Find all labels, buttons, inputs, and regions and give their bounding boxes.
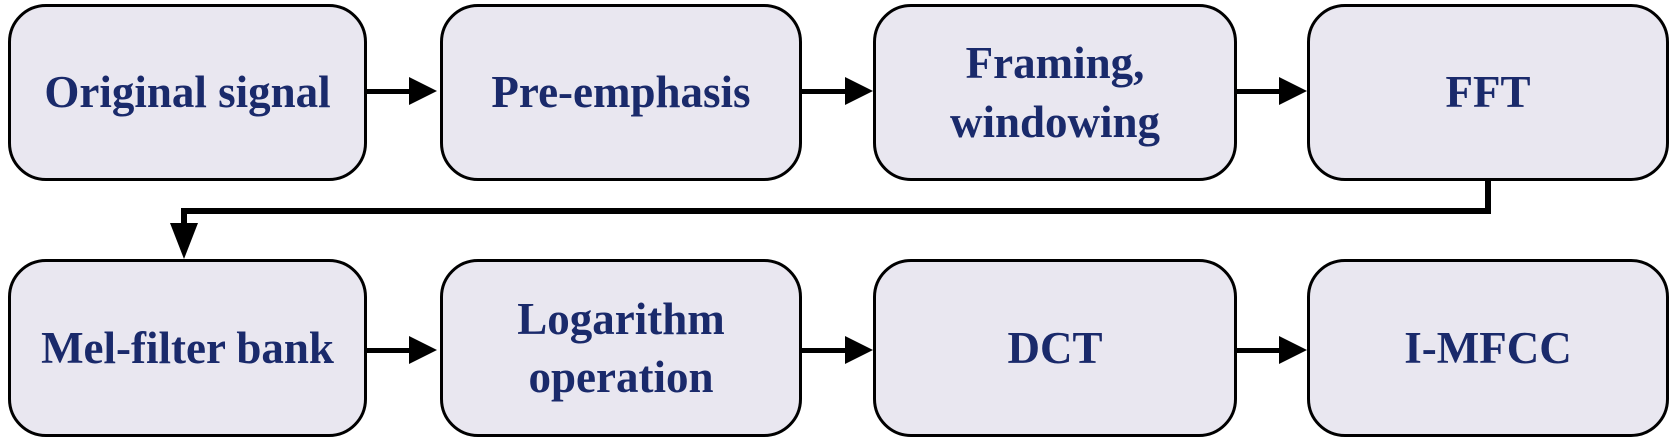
arrowhead-right-icon [1279,336,1307,364]
arrow-shaft [802,347,848,353]
node-i-mfcc: I-MFCC [1307,259,1669,437]
node-fft: FFT [1307,4,1669,181]
arrow-shaft [367,88,412,94]
arrow-shaft [802,88,848,94]
arrow-original-signal-to-pre-emphasis [367,77,437,105]
node-logarithm-operation-label: Logarithm operation [517,293,725,403]
node-framing-windowing-label: Framing, windowing [949,38,1161,147]
arrowhead-right-icon [409,77,437,105]
node-mel-filter-bank: Mel-filter bank [8,259,367,437]
node-original-signal: Original signal [8,4,367,181]
node-fft-label: FFT [1445,67,1531,118]
connector-horizontal-segment [181,208,1491,214]
node-pre-emphasis-label: Pre-emphasis [491,67,751,118]
node-i-mfcc-label: I-MFCC [1404,322,1572,373]
node-pre-emphasis: Pre-emphasis [440,4,802,181]
arrowhead-right-icon [845,77,873,105]
arrow-shaft [1237,88,1282,94]
connector-left-down-segment [181,208,187,226]
arrow-mel-filter-to-logarithm [367,336,437,364]
arrow-framing-to-fft [1237,77,1307,105]
arrowhead-right-icon [845,336,873,364]
node-dct-label: DCT [1007,322,1103,373]
arrowhead-right-icon [409,336,437,364]
arrowhead-down-icon [170,223,198,259]
node-dct: DCT [873,259,1237,437]
arrow-pre-emphasis-to-framing [802,77,873,105]
arrow-logarithm-to-dct [802,336,873,364]
node-mel-filter-bank-label: Mel-filter bank [41,322,334,373]
arrowhead-right-icon [1279,77,1307,105]
node-logarithm-operation: Logarithm operation [440,259,802,437]
arrow-shaft [1237,347,1282,353]
arrow-shaft [367,347,412,353]
arrow-dct-to-imfcc [1237,336,1307,364]
connector-fft-down-segment [1485,181,1491,214]
node-framing-windowing: Framing, windowing [873,4,1237,181]
node-original-signal-label: Original signal [44,67,331,118]
